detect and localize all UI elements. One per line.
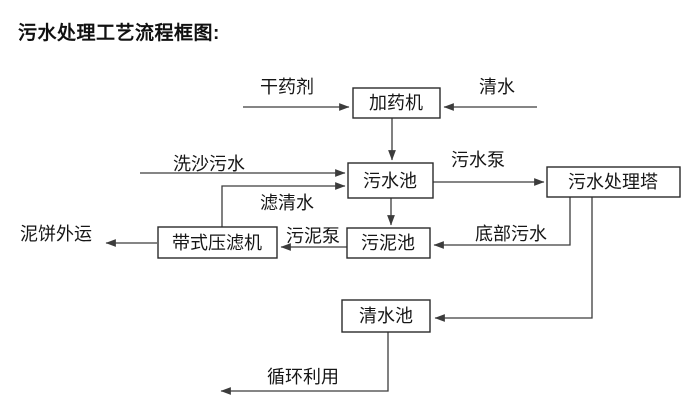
node-sludge-pool-label: 污泥池	[361, 233, 415, 253]
node-clean-water-pool-label: 清水池	[359, 306, 413, 326]
node-sewage-pool-label: 污水池	[363, 171, 417, 191]
edge-tower-to-clean-water-pool-arrow	[434, 197, 593, 322]
node-dosing-machine-box	[352, 87, 441, 119]
node-dosing-machine-label: 加药机	[369, 93, 423, 113]
label-bottom-sewage: 底部污水	[475, 224, 547, 244]
node-treatment-tower-label: 污水处理塔	[568, 172, 658, 192]
node-belt-filter-press-box	[157, 226, 278, 259]
node-treatment-tower-box	[546, 166, 681, 198]
label-sand-washing-sewage: 洗沙污水	[173, 154, 245, 174]
edges-layer	[105, 103, 593, 395]
label-sewage-pump: 污水泵	[451, 150, 505, 170]
node-sewage-pool-box	[347, 162, 434, 199]
label-dry-chemical: 干药剂	[260, 77, 314, 97]
label-mud-cake-out: 泥饼外运	[20, 224, 92, 244]
label-recycling: 循环利用	[267, 367, 339, 387]
node-belt-filter-press-label: 带式压滤机	[172, 233, 262, 253]
diagram-title: 污水处理工艺流程框图:	[18, 23, 220, 44]
edge-recycling-arrow	[220, 332, 389, 395]
label-clean-water: 清水	[479, 77, 515, 97]
edge-bottom-sewage-arrow	[433, 197, 571, 249]
edge-filtered-water-arrow	[221, 182, 346, 227]
node-sludge-pool-box	[346, 227, 431, 259]
flow-labels-layer: 干药剂 清水 洗沙污水 污水泵 滤清水 污泥泵 底部污水 泥饼外运 循环利用	[20, 77, 547, 387]
label-sludge-pump: 污泥泵	[286, 226, 340, 246]
label-filtered-water: 滤清水	[260, 193, 314, 213]
nodes-layer: 加药机 污水池 污水处理塔 污泥池 带式压滤机 清水池	[157, 87, 681, 333]
node-clean-water-pool-box	[341, 299, 431, 333]
